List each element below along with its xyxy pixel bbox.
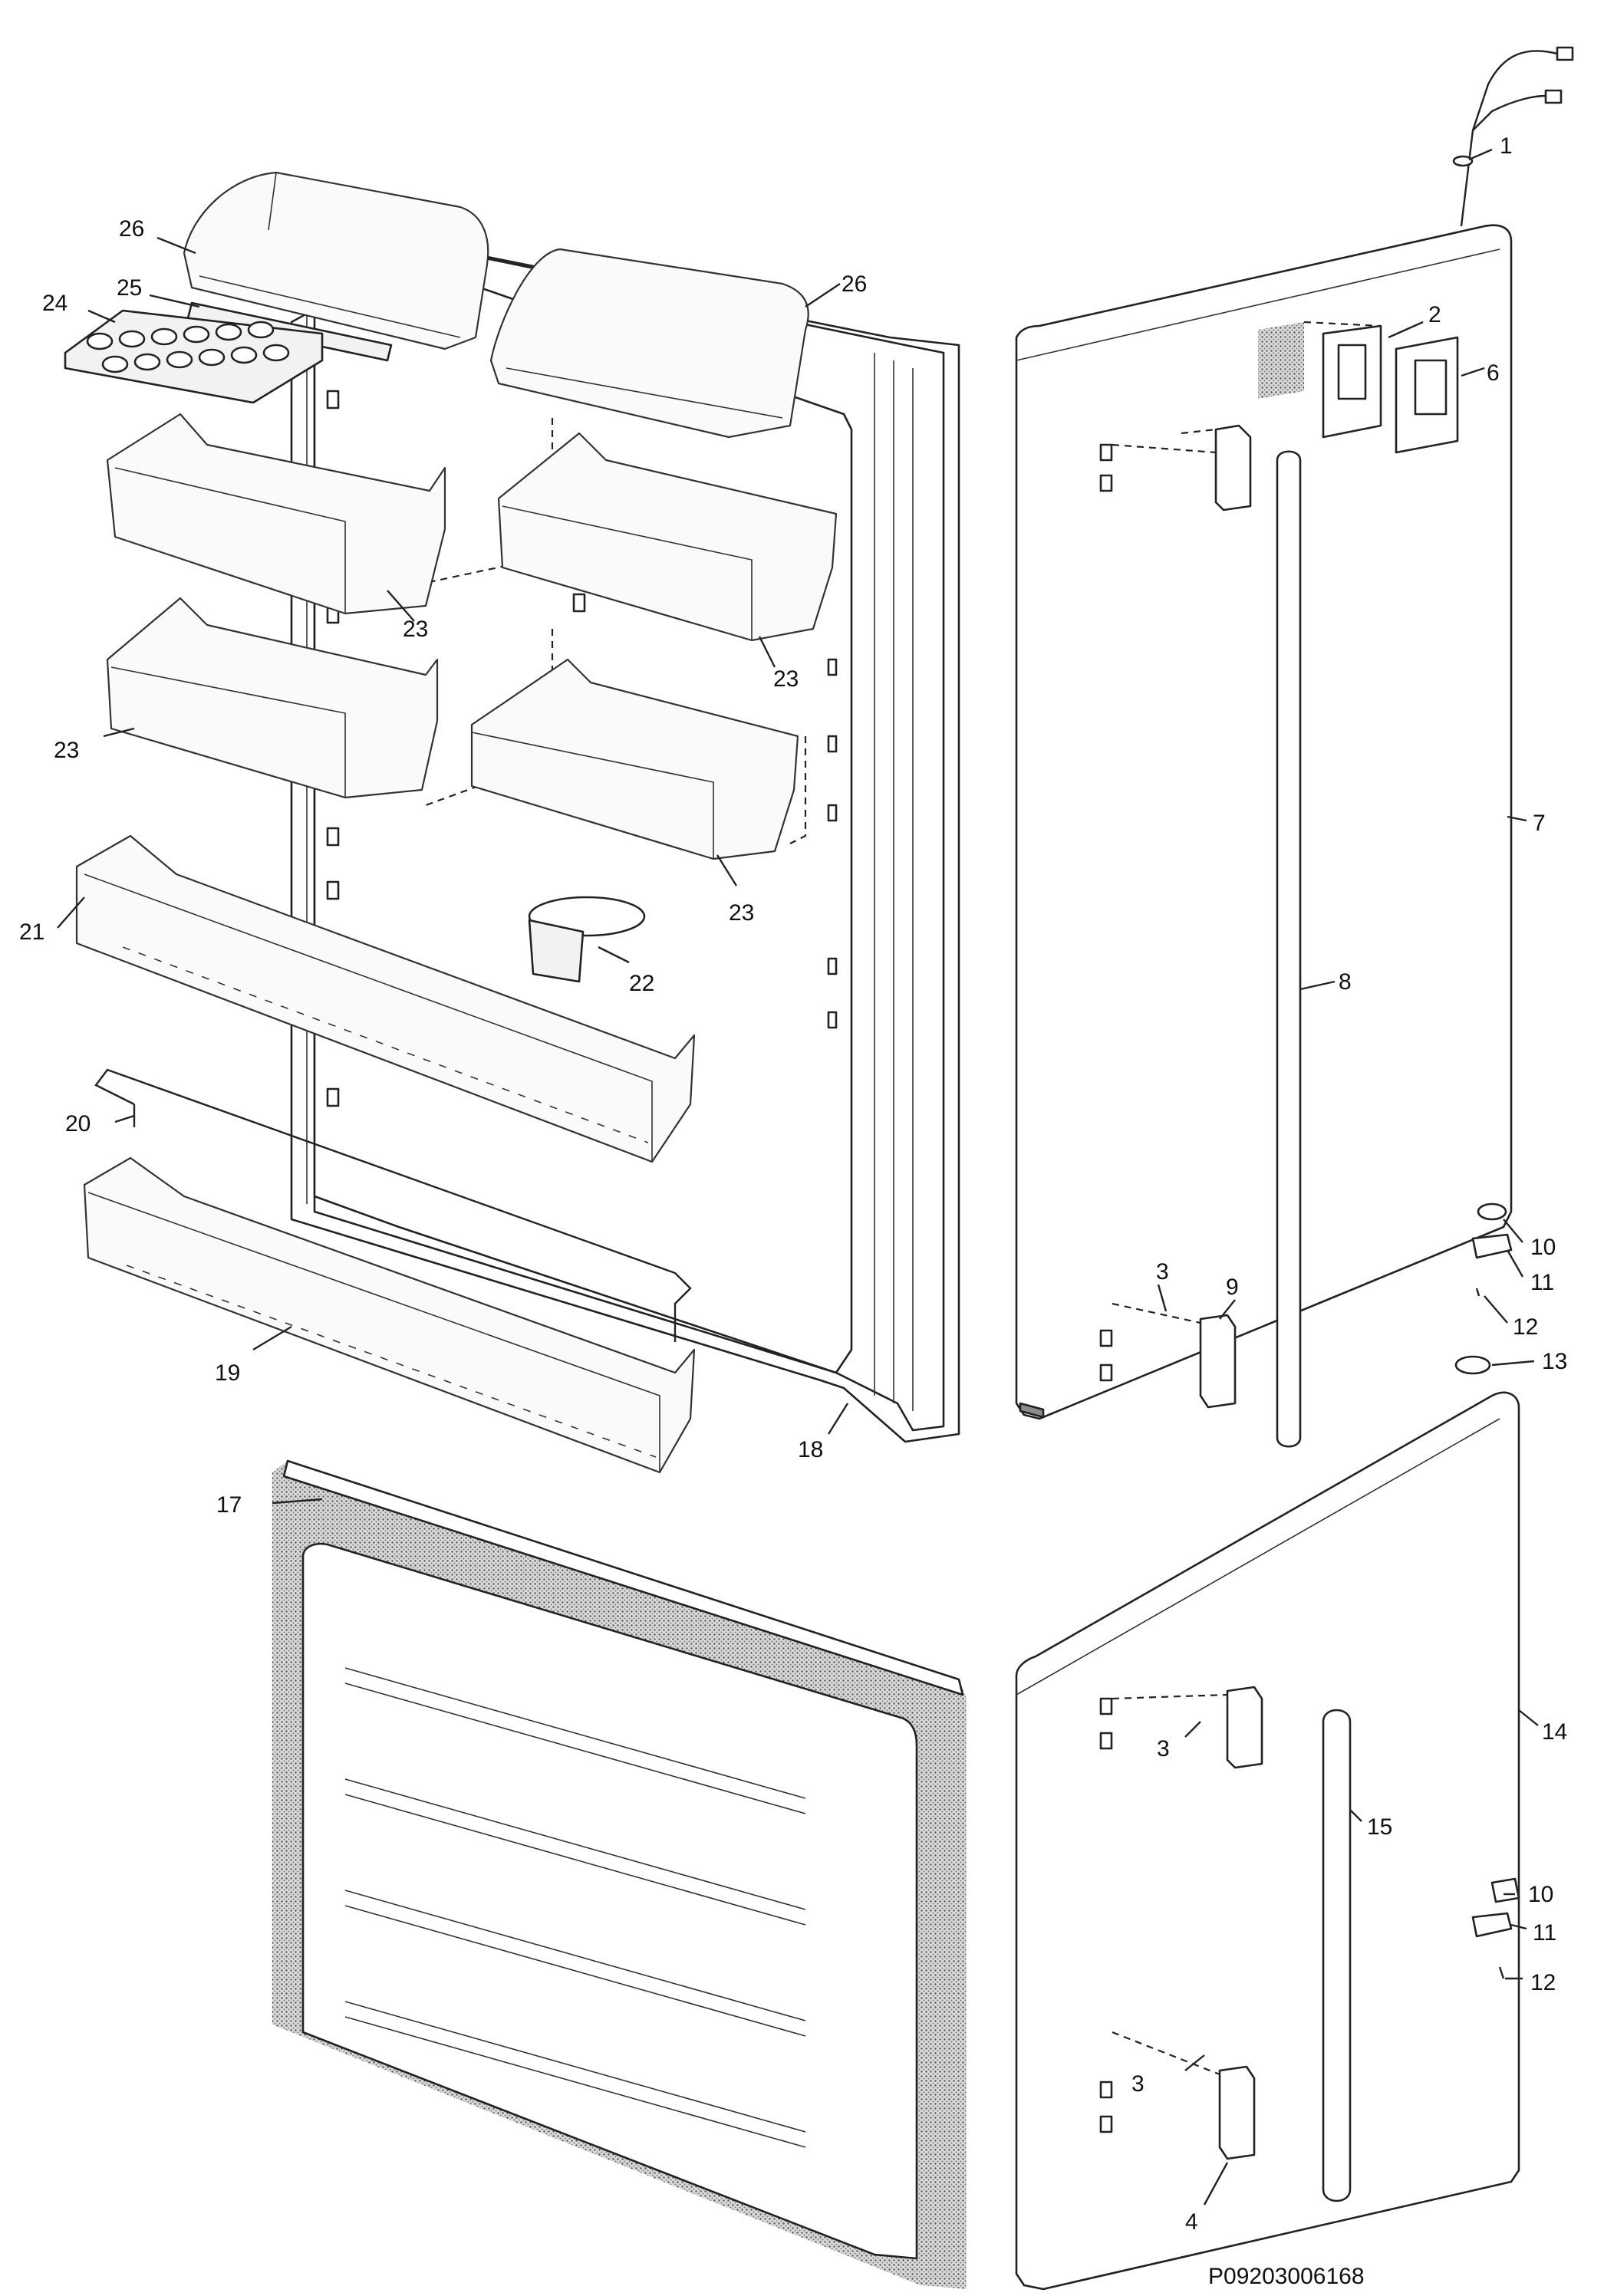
bottle-shelf-lower	[83, 1156, 696, 1474]
callout-24: 24	[42, 291, 68, 316]
door-bin-lower-right	[470, 658, 799, 860]
small-holder	[528, 896, 646, 983]
door-handle-bar-upper	[1276, 450, 1302, 1448]
egg-cup	[262, 344, 290, 362]
egg-cup	[133, 353, 161, 371]
callout-10-upper: 10	[1530, 1235, 1556, 1260]
callout-23-d: 23	[729, 900, 754, 926]
callout-9: 9	[1226, 1275, 1239, 1300]
callout-6: 6	[1487, 360, 1500, 386]
egg-cup	[198, 348, 226, 367]
dairy-compartment-cover-left	[183, 171, 489, 350]
callout-12-lower: 12	[1530, 1970, 1556, 1995]
callout-26-right: 26	[842, 271, 867, 297]
egg-cup	[86, 332, 114, 350]
callout-21: 21	[19, 919, 44, 945]
leader-lines	[57, 148, 1539, 2206]
callout-8: 8	[1339, 969, 1352, 995]
egg-cup	[118, 330, 146, 348]
fridge-door-outer-panel	[1015, 46, 1574, 1420]
callout-22: 22	[629, 971, 654, 996]
callout-23-c: 23	[54, 738, 79, 763]
callout-23-b: 23	[773, 666, 799, 692]
egg-cup	[166, 350, 193, 369]
dairy-compartment-cover-right	[489, 248, 809, 439]
callout-23-a: 23	[403, 617, 428, 642]
egg-cup	[183, 325, 210, 344]
egg-cup	[230, 346, 258, 364]
callout-3-middle: 3	[1157, 1736, 1170, 1761]
callout-14: 14	[1542, 1719, 1567, 1745]
egg-cup	[247, 321, 275, 339]
egg-tray	[64, 309, 324, 404]
callout-2: 2	[1428, 302, 1441, 327]
door-bin-upper-left	[106, 413, 446, 615]
bottle-retainer-rail	[94, 1068, 692, 1342]
egg-cup	[215, 323, 242, 341]
callout-11-upper: 11	[1530, 1270, 1554, 1295]
egg-cup	[150, 327, 178, 346]
door-handle-bar-lower	[1322, 1709, 1352, 2202]
drawing-code: P09203006168	[1208, 2264, 1365, 2289]
callout-12-upper: 12	[1513, 1314, 1538, 1340]
callout-1: 1	[1500, 133, 1513, 159]
callout-13: 13	[1542, 1349, 1567, 1374]
callout-19: 19	[215, 1360, 240, 1386]
callout-labels: 1 2 3 3 3 4 6 7 8 9 10 10 11 11 12 12 13…	[19, 133, 1567, 2235]
freezer-door-inner-liner	[272, 1459, 967, 2289]
callout-11-lower: 11	[1533, 1920, 1556, 1946]
bottle-shelf-upper	[75, 834, 696, 1163]
callout-26-left: 26	[119, 216, 144, 242]
callout-3-upper: 3	[1156, 1259, 1169, 1285]
freezer-door-outer-panel	[1015, 1355, 1520, 2291]
door-bin-lower-left	[106, 597, 439, 799]
callout-4: 4	[1185, 2209, 1198, 2235]
egg-cup	[101, 355, 129, 373]
callout-15: 15	[1367, 1814, 1392, 1840]
callout-17: 17	[216, 1492, 242, 1518]
callout-20: 20	[65, 1111, 91, 1136]
door-bin-upper-right	[497, 432, 838, 642]
callout-3-lower: 3	[1131, 2071, 1145, 2097]
callout-18: 18	[798, 1437, 823, 1462]
callout-7: 7	[1533, 811, 1546, 836]
liner-slots	[326, 390, 838, 1107]
callout-25: 25	[117, 275, 142, 301]
callout-10-lower: 10	[1528, 1882, 1553, 1907]
